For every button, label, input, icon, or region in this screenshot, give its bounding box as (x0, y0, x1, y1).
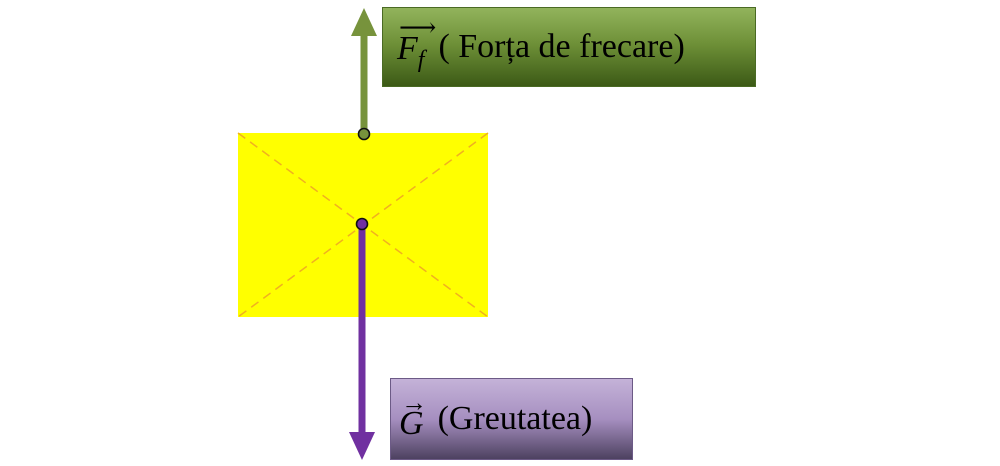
vector-arrow-mark: ⟶ (399, 13, 437, 42)
friction-force-arrow (351, 8, 377, 141)
friction-force-label: ⟶ Ff ( Forța de frecare) (382, 7, 756, 87)
friction-force-text: ( Forța de frecare) (438, 28, 685, 65)
friction-force-symbol: ⟶ Ff (397, 13, 437, 74)
weight-force-symbol: → G (399, 388, 427, 443)
vector-arrow-mark: → (401, 388, 427, 417)
weight-force-label: → G (Greutatea) (390, 378, 633, 460)
up-arrow-icon (351, 8, 377, 36)
down-arrow-icon (349, 432, 375, 460)
center-of-mass-point (355, 217, 369, 231)
weight-force-text: (Greutatea) (437, 400, 593, 437)
weight-force-arrow (349, 217, 375, 460)
friction-application-point (357, 127, 371, 141)
